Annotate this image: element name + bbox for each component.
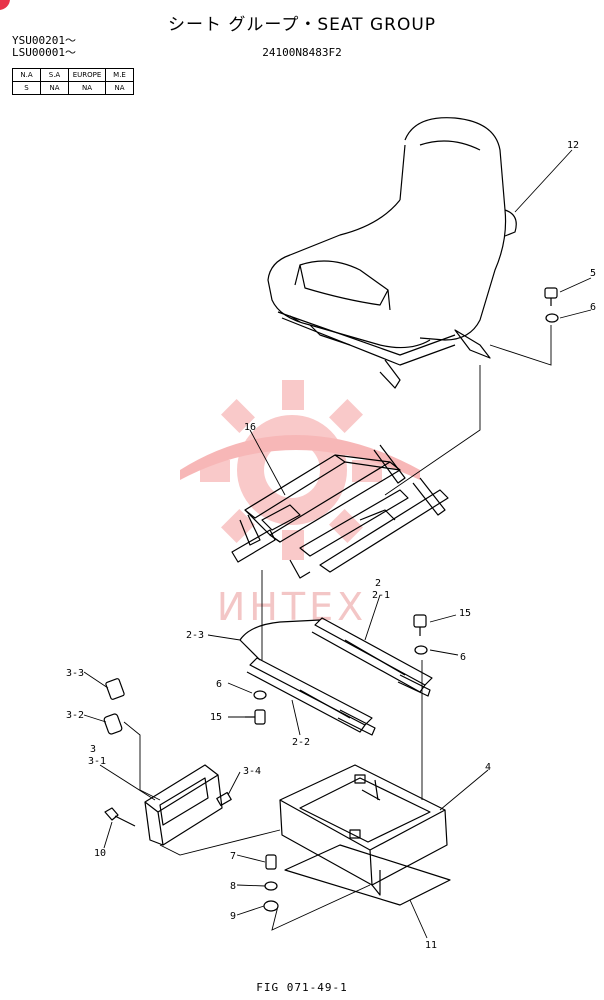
washer-9 [263, 900, 279, 912]
clip-3-3 [105, 678, 125, 700]
spec-value-na: S [12, 81, 41, 95]
washer-6-lower [253, 690, 267, 700]
callout-3-1: 3-1 [88, 756, 106, 767]
callout-4: 4 [485, 762, 491, 773]
bolt-7 [265, 854, 277, 870]
washer-6-top [545, 313, 559, 323]
callout-3-3: 3-3 [66, 668, 84, 679]
callout-3: 3 [90, 744, 96, 755]
bolt-15-upper [413, 614, 427, 636]
seat-assembly [267, 117, 517, 389]
pin-3-4 [216, 791, 232, 807]
callout-7: 7 [230, 851, 236, 862]
adjust-lever-bar [239, 619, 321, 641]
floor-mat [284, 844, 451, 906]
control-bracket [144, 764, 223, 846]
callout-8: 8 [230, 881, 236, 892]
slide-rail-lower [246, 657, 376, 736]
washer-8 [264, 881, 278, 891]
callout-15a: 15 [459, 608, 471, 619]
callout-6c: 6 [216, 679, 222, 690]
callout-11: 11 [425, 940, 437, 951]
callout-2-3: 2-3 [186, 630, 204, 641]
watermark-text: ИНТЕХ [217, 585, 367, 629]
bolt-5 [544, 287, 558, 306]
callout-2-1: 2-1 [372, 590, 390, 601]
callout-9: 9 [230, 911, 236, 922]
corner-badge [0, 0, 10, 10]
spec-value-me: NA [105, 81, 134, 95]
seat-base-box [279, 764, 448, 896]
slide-rail-upper [311, 617, 433, 697]
callout-2-2: 2-2 [292, 737, 310, 748]
callout-2: 2 [375, 578, 381, 589]
spec-table: N.A S.A EUROPE M.E S NA NA NA [12, 68, 134, 95]
callout-5: 5 [590, 268, 596, 279]
callout-3-2: 3-2 [66, 710, 84, 721]
watermark-gear-logo [180, 380, 420, 560]
leader-lines [83, 149, 592, 939]
clip-3-2 [103, 713, 123, 735]
part-code: 24100N8483F2 [262, 46, 342, 59]
callout-16: 16 [244, 422, 256, 433]
callout-10: 10 [94, 848, 106, 859]
figure-label: FIG 071-49-1 [256, 981, 348, 994]
bolt-10 [104, 807, 136, 827]
serial-range-2: LSU00001～ [12, 46, 76, 59]
serial-range-1: YSU00201～ [12, 34, 76, 47]
seat-subframe [231, 444, 449, 579]
page-title: シート グループ・SEAT GROUP [167, 15, 437, 35]
callout-6b: 6 [460, 652, 466, 663]
callout-6a: 6 [590, 302, 596, 313]
callout-3-4: 3-4 [243, 766, 261, 777]
washer-6-mid [414, 645, 428, 655]
callout-12: 12 [567, 140, 579, 151]
callout-15b: 15 [210, 712, 222, 723]
